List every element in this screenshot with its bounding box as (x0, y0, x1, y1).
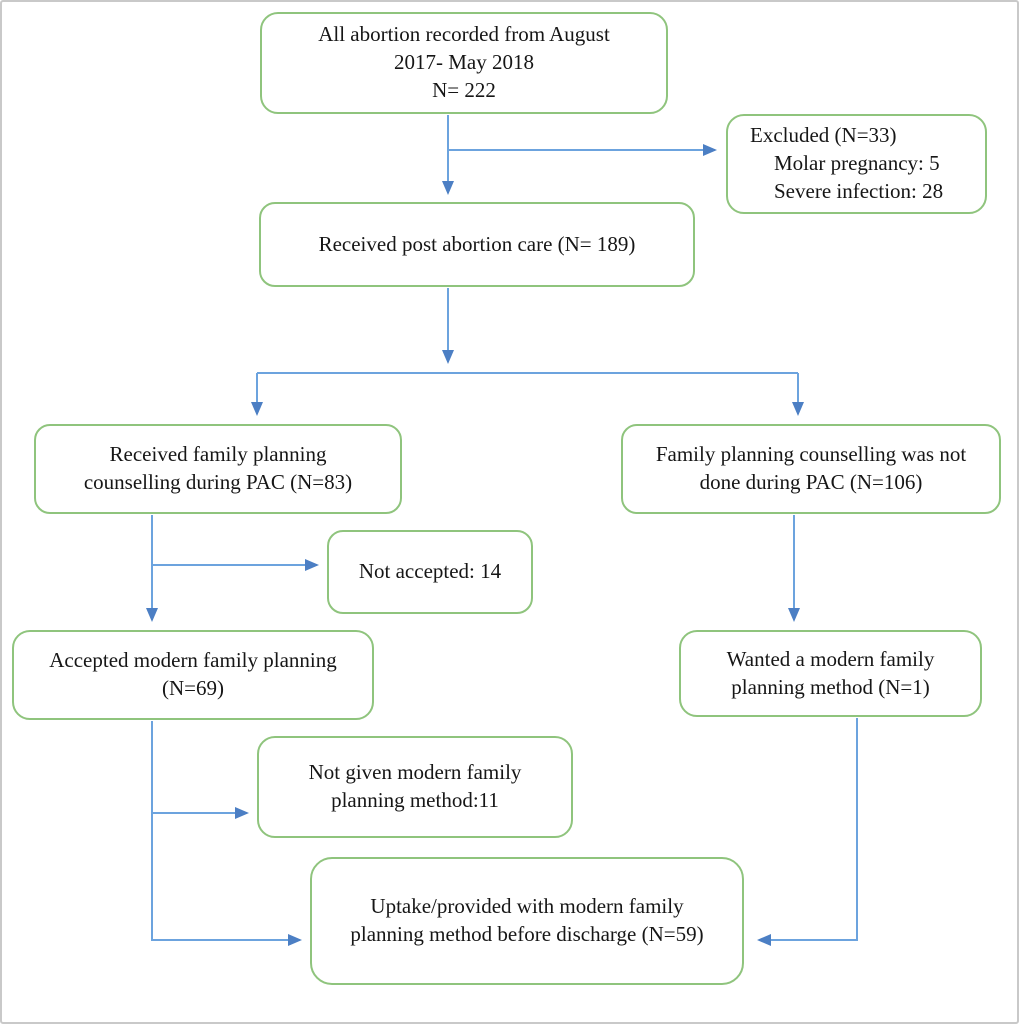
node-text: planning method (N=1) (731, 674, 930, 699)
node-text: done during PAC (N=106) (699, 470, 923, 494)
node-text: Accepted modern family planning (49, 648, 337, 673)
edge-accepted-uptake (151, 721, 302, 946)
node-counselling-not-done: Family planning counselling was not done… (621, 424, 1001, 514)
node-excluded: Excluded (N=33) Molar pregnancy: 5 Sever… (726, 114, 987, 214)
node-text: counselling during PAC (N=83) (83, 470, 353, 494)
node-received-counselling: Received family planning counselling dur… (34, 424, 402, 514)
node-text: Received family planning (109, 442, 327, 467)
node-text: Molar pregnancy: 5 (774, 151, 940, 176)
node-uptake: Uptake/provided with modern family plann… (310, 857, 744, 985)
node-text: All abortion recorded from August (318, 22, 610, 47)
node-text: planning method:11 (331, 788, 499, 812)
node-text: Not accepted: 14 (358, 559, 502, 584)
node-text: Received post abortion care (N= 189) (318, 231, 636, 256)
node-text: 2017- May 2018 (394, 50, 534, 75)
edge-wanted-uptake (757, 718, 858, 946)
node-text: N= 222 (432, 77, 496, 102)
node-text: Excluded (N=33) (750, 123, 897, 148)
node-not-given-method: Not given modern family planning method:… (257, 736, 573, 838)
node-text: Severe infection: 28 (774, 178, 944, 203)
node-text: Wanted a modern family (726, 646, 935, 671)
node-not-accepted: Not accepted: 14 (327, 530, 533, 614)
node-all-abortions: All abortion recorded from August 2017- … (260, 12, 668, 114)
node-text: Not given modern family (308, 760, 522, 785)
node-accepted-fp: Accepted modern family planning (N=69) (12, 630, 374, 720)
node-text: planning method before discharge (N=59) (350, 922, 704, 946)
node-text: Family planning counselling was not (655, 442, 967, 467)
node-wanted-fp: Wanted a modern family planning method (… (679, 630, 982, 717)
node-text: Uptake/provided with modern family (370, 894, 684, 919)
node-received-pac: Received post abortion care (N= 189) (259, 202, 695, 287)
node-text: (N=69) (162, 676, 224, 700)
